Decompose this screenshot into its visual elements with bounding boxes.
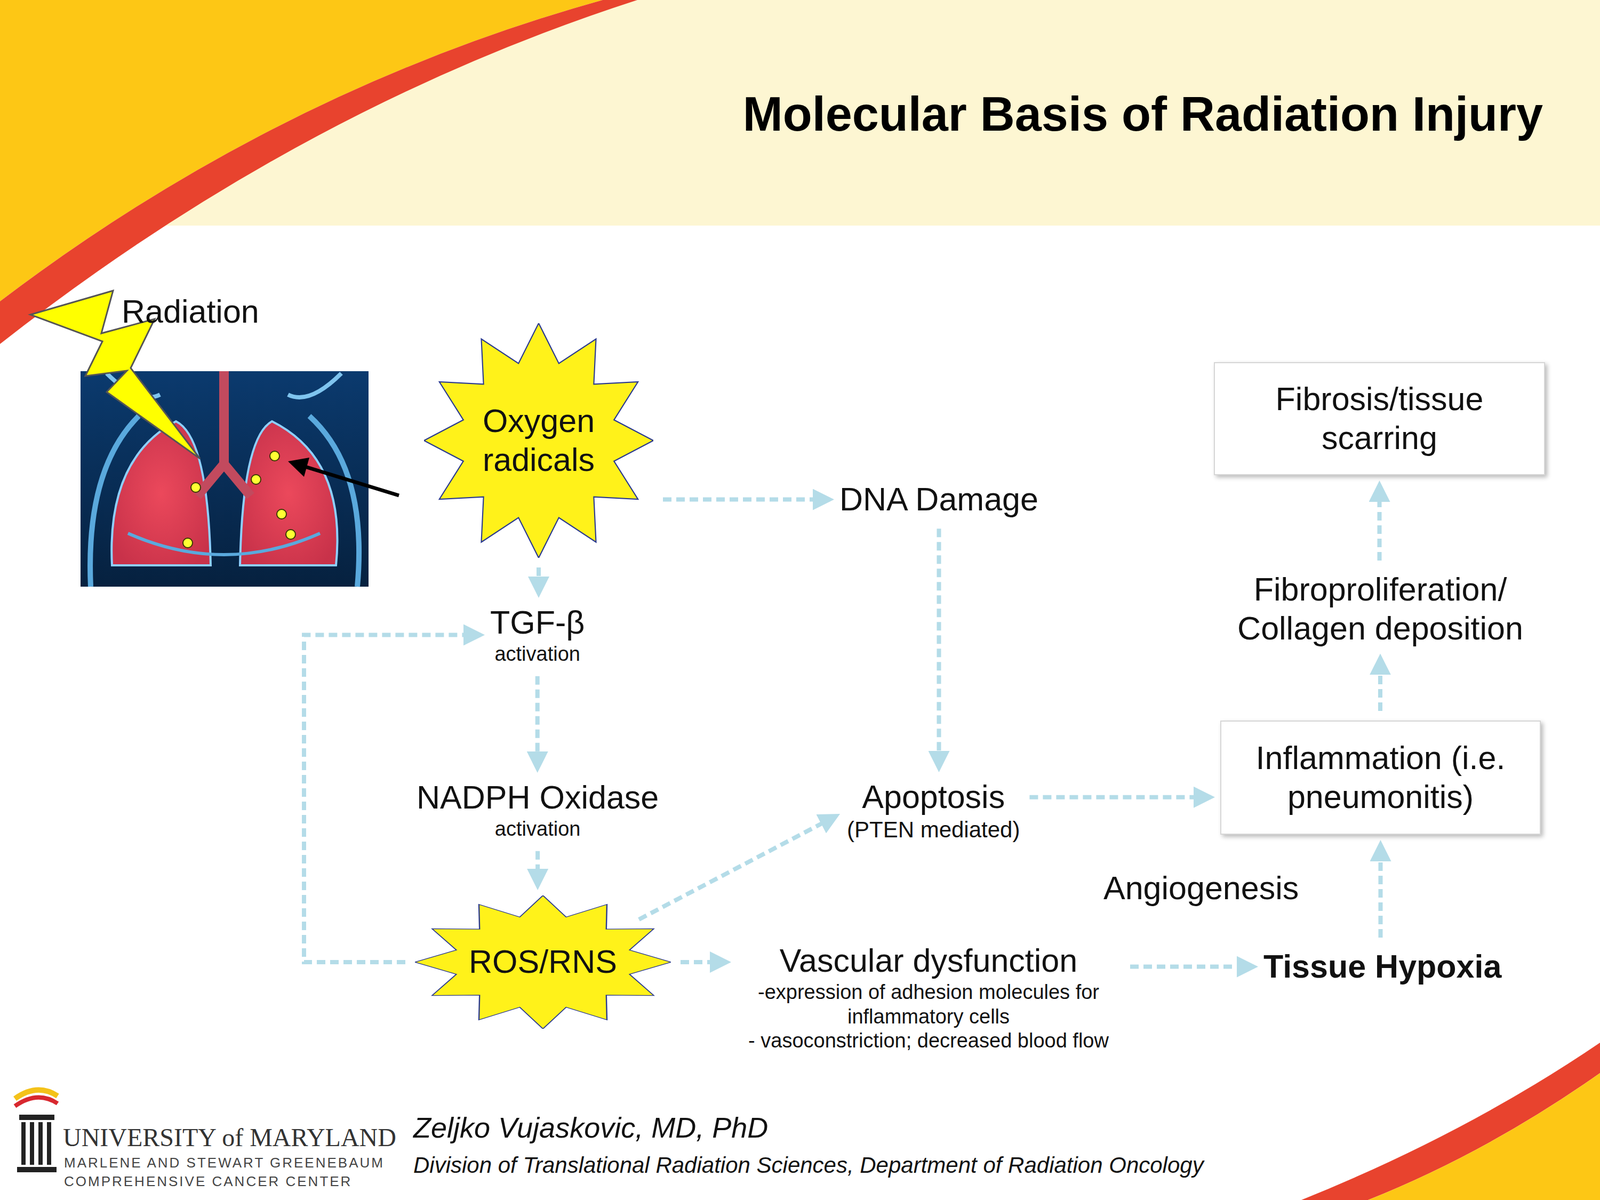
outcome-box: Fibrosis/tissue scarring	[1213, 362, 1546, 476]
process-node: Fibroproliferation/ Collagen deposition	[1209, 570, 1551, 648]
dashed-arrow	[535, 851, 540, 886]
starburst-shape	[414, 895, 671, 1029]
logo-text: COMPREHENSIVE CANCER CENTER	[64, 1173, 352, 1190]
dashed-arrow	[1029, 795, 1211, 800]
process-node: Vascular dysfunction-expression of adhes…	[736, 941, 1121, 1054]
process-node: Tissue Hypoxia	[1263, 947, 1502, 987]
node-subtext: -expression of adhesion molecules for in…	[736, 980, 1121, 1029]
node-subtext: activation	[494, 642, 581, 667]
process-node: DNA Damage	[839, 480, 1039, 519]
node-text: Apoptosis	[861, 777, 1005, 817]
node-text: Tissue Hypoxia	[1263, 947, 1502, 987]
dashed-arrow	[638, 816, 837, 920]
slide-title: Molecular Basis of Radiation Injury	[742, 85, 1543, 143]
dashed-arrow	[680, 960, 727, 965]
starburst-shape	[424, 323, 654, 558]
process-node: NADPH Oxidaseactivation	[416, 778, 659, 842]
node-text: Fibroproliferation/ Collagen deposition	[1209, 570, 1551, 648]
ros-rns-burst: ROS/RNS	[414, 895, 671, 1029]
node-text: Oxygen radicals	[458, 401, 619, 480]
dashed-arrow	[1377, 484, 1382, 561]
node-subtext: (PTEN mediated)	[846, 816, 1020, 844]
node-subtext: activation	[494, 817, 581, 842]
dashed-arrow	[1378, 844, 1383, 938]
logo-text: UNIVERSITY of MARYLAND	[62, 1122, 397, 1154]
node-text: TGF-β	[490, 603, 585, 643]
process-node: TGF-βactivation	[490, 603, 585, 667]
process-node: Apoptosis(PTEN mediated)	[846, 777, 1020, 844]
node-text: NADPH Oxidase	[416, 778, 659, 818]
node-text: Inflammation (i.e. pneumonitis)	[1240, 738, 1521, 817]
starburst-outline	[424, 323, 654, 558]
node-text: Vascular dysfunction	[736, 941, 1121, 981]
dashed-arrow	[937, 528, 942, 768]
logo-text: MARLENE AND STEWART GREENEBAUM	[64, 1154, 385, 1172]
node-text: DNA Damage	[839, 480, 1039, 519]
dashed-arrow	[662, 497, 830, 502]
dashed-arrow	[536, 567, 541, 594]
oxygen-radicals-burst: Oxygen radicals	[424, 323, 654, 558]
author-text: Zeljko Vujaskovic, MD, PhD	[413, 1110, 768, 1146]
dashed-arrow	[1130, 964, 1254, 970]
affiliation-text: Division of Translational Radiation Scie…	[413, 1152, 1204, 1179]
node-text: ROS/RNS	[468, 942, 618, 982]
dashed-arrow	[535, 676, 540, 769]
radiation-label: Radiation	[121, 292, 260, 332]
dashed-arrow	[1378, 657, 1383, 711]
node-text: Fibrosis/tissue scarring	[1234, 379, 1525, 458]
annotation-label: Angiogenesis	[1103, 868, 1299, 908]
node-subtext: - vasoconstriction; decreased blood flow	[736, 1028, 1121, 1054]
outcome-box: Inflammation (i.e. pneumonitis)	[1220, 720, 1541, 835]
